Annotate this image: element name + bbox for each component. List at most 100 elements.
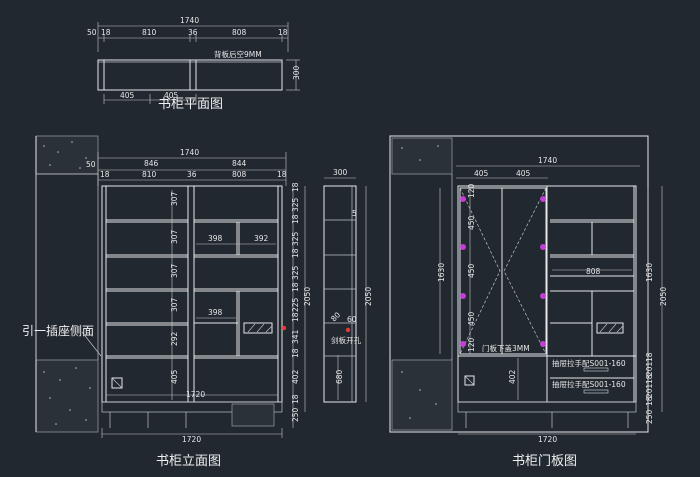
elev-rd-4: 18 xyxy=(291,248,300,258)
hinge-2 xyxy=(460,244,466,250)
elev-dim-total: 1740 xyxy=(180,148,199,157)
door-plinth xyxy=(457,401,637,413)
side-mark-5: 5 xyxy=(352,209,357,218)
elev-rd-13: 250 xyxy=(291,407,300,422)
plan-note-backpanel: 背板后空9MM xyxy=(214,49,262,59)
elev-rd-9: 341 xyxy=(291,329,300,344)
door-title: 书柜门板图 xyxy=(512,454,577,469)
elev-title: 书柜立面图 xyxy=(156,454,221,469)
plan-bottom-405b: 405 xyxy=(164,91,179,100)
elev-rd-11: 402 xyxy=(291,369,300,384)
door-drawer-dim: 402 xyxy=(508,369,517,384)
handle-bar-1 xyxy=(583,367,609,372)
door-rs-3: 201 xyxy=(645,383,654,398)
plan-dim-total: 1740 xyxy=(180,16,199,25)
elev-side-note: 引一插座侧面 xyxy=(22,323,94,338)
hinge-6 xyxy=(540,244,546,250)
door-height-left: 1630 xyxy=(437,263,446,282)
elev-plinth xyxy=(101,401,283,413)
plan-dim-50: 50 xyxy=(87,28,97,37)
elev-h3: 307 xyxy=(170,263,179,278)
elev-dim-844: 844 xyxy=(232,159,247,168)
hatch-speckles xyxy=(43,141,91,425)
door-rs-1: 201 xyxy=(645,361,654,376)
door-left-b xyxy=(501,187,547,355)
door-dim-405a: 405 xyxy=(474,169,489,178)
plan-depth: 300 xyxy=(292,65,301,80)
elev-dim-810: 810 xyxy=(142,170,157,179)
door-right-1630: 1630 xyxy=(645,263,654,282)
door-wall-hatch-bottom xyxy=(391,359,453,431)
elev-h6: 405 xyxy=(170,369,179,384)
door-ld-2: 450 xyxy=(467,263,476,278)
socket-marker xyxy=(281,325,287,331)
elev-rd-7: 225 xyxy=(291,297,300,312)
hinge-8 xyxy=(540,341,546,347)
plinth-hatch xyxy=(231,403,275,427)
door-rs-2: 18 xyxy=(645,374,654,384)
door-ld-4: 120 xyxy=(467,337,476,352)
elev-rd-10: 18 xyxy=(291,348,300,358)
hinge-3 xyxy=(460,293,466,299)
elev-rd-12: 18 xyxy=(291,394,300,404)
elev-w392: 392 xyxy=(254,234,269,243)
door-handle-2: 抽屉拉手配S001-160 xyxy=(552,379,626,389)
plan-dim-18b: 18 xyxy=(278,28,288,37)
side-680: 680 xyxy=(335,369,344,384)
door-dim-405b: 405 xyxy=(516,169,531,178)
side-height: 2050 xyxy=(364,287,373,306)
plan-dim-808: 808 xyxy=(232,28,247,37)
socket-symbol xyxy=(243,322,273,334)
plan-dim-18a: 18 xyxy=(101,28,111,37)
drawer-handle-symbol xyxy=(111,377,123,389)
elev-rd-6: 18 xyxy=(291,282,300,292)
elev-h5: 292 xyxy=(170,331,179,346)
plan-bottom-405a: 405 xyxy=(120,91,135,100)
door-rs-4: 18 xyxy=(645,396,654,406)
elev-rd-5: 325 xyxy=(291,265,300,280)
door-socket-symbol xyxy=(596,322,624,334)
elev-total-height: 2050 xyxy=(303,287,312,306)
elev-dim-18a: 18 xyxy=(100,170,110,179)
elev-bottom-inner: 1720 xyxy=(186,390,205,399)
side-section: 300 5 60 80 剑板开孔 680 2050 xyxy=(323,168,373,403)
elev-dim-18b: 18 xyxy=(277,170,287,179)
side-dim-60: 60 xyxy=(347,315,357,324)
side-panel xyxy=(323,185,357,403)
side-hole-marker xyxy=(345,327,351,333)
door-bottom-total: 1720 xyxy=(538,435,557,444)
door-dim-total: 1740 xyxy=(538,156,557,165)
door-ld-1: 450 xyxy=(467,215,476,230)
side-dim-80: 80 xyxy=(329,310,342,323)
door-ld-0: 120 xyxy=(467,183,476,198)
elev-bottom-total: 1720 xyxy=(182,435,201,444)
elev-h4: 307 xyxy=(170,297,179,312)
elev-rd-1: 325 xyxy=(291,197,300,212)
door-right-2050: 2050 xyxy=(659,287,668,306)
door-ld-3: 450 xyxy=(467,311,476,326)
elev-rd-2: 18 xyxy=(291,214,300,224)
plan-title: 书柜平面图 xyxy=(158,97,223,112)
elev-h2: 307 xyxy=(170,229,179,244)
elev-cabinet xyxy=(101,185,283,403)
hinge-5 xyxy=(540,196,546,202)
wall-hatch-top xyxy=(35,135,99,175)
plan-dim-36: 36 xyxy=(188,28,198,37)
elev-rd-8: 18 xyxy=(291,312,300,322)
hinge-4 xyxy=(460,341,466,347)
elev-dim-50: 50 xyxy=(86,160,96,169)
elev-dim-846: 846 xyxy=(144,159,159,168)
elev-w398b: 398 xyxy=(208,308,223,317)
elev-h1: 307 xyxy=(170,191,179,206)
side-note: 剑板开孔 xyxy=(331,335,361,345)
elev-rd-3: 325 xyxy=(291,231,300,246)
elev-w398a: 398 xyxy=(208,234,223,243)
door-808: 808 xyxy=(586,267,601,276)
door-drawer-symbol xyxy=(464,375,475,386)
elev-rd-0: 18 xyxy=(291,182,300,192)
door-note: 门板下盖3MM xyxy=(482,343,530,353)
door-rs-5: 250 xyxy=(645,409,654,424)
hinge-7 xyxy=(540,293,546,299)
handle-bar-2 xyxy=(583,389,609,394)
